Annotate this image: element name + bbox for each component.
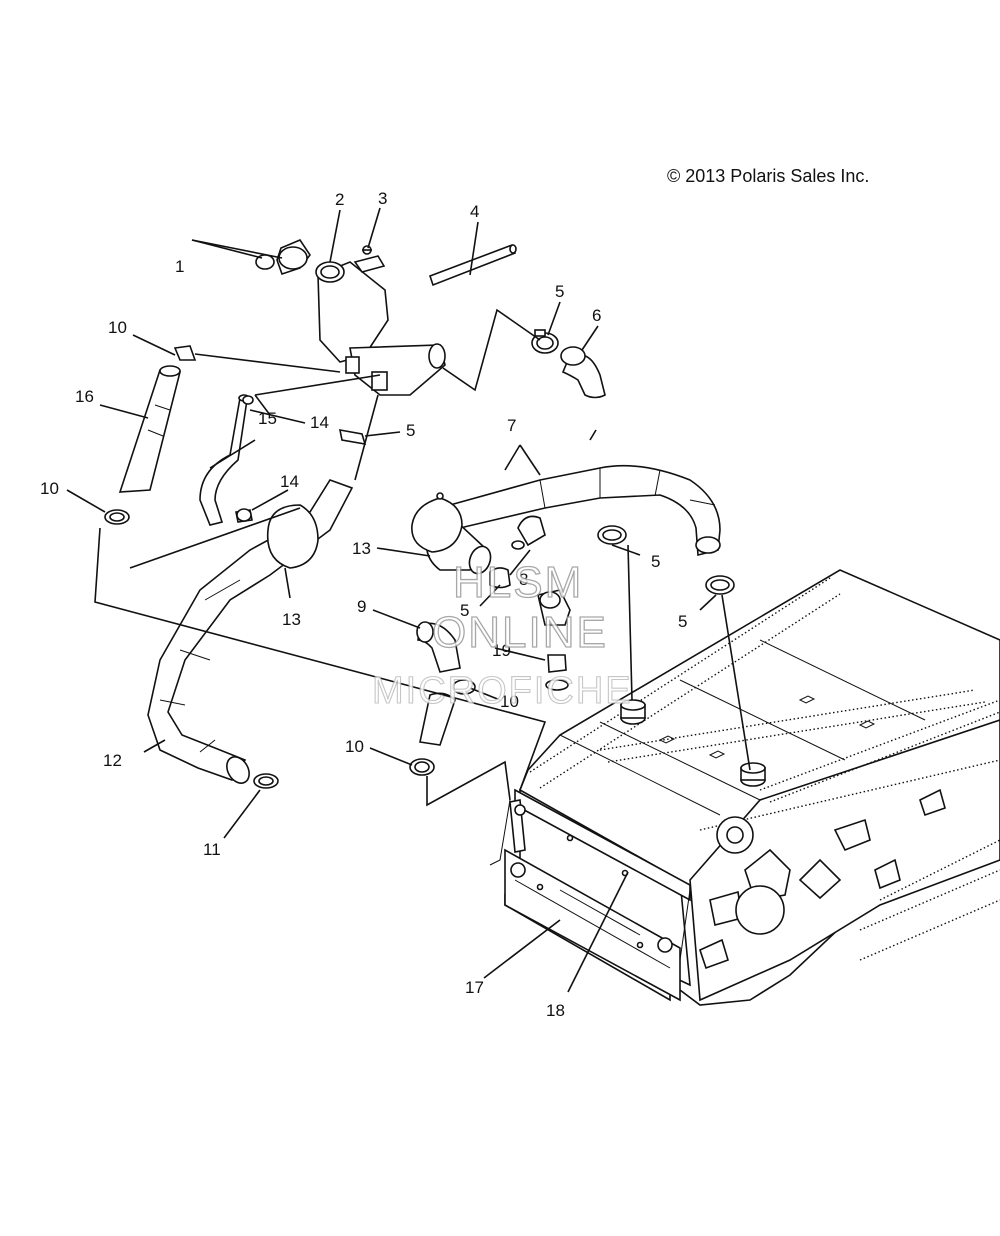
callout-5-right-a: 5 [651,552,660,571]
callout-5-center: 5 [460,601,469,620]
callout-7: 7 [507,416,516,435]
watermark: HLSM ONLINE MICROFICHE [371,557,633,712]
hose-clamp-mid [338,429,367,446]
callout-13-upper: 13 [352,539,371,558]
main-coolant-hose [147,479,354,784]
callout-19: 19 [492,641,511,660]
hose-clamp [531,329,559,354]
callout-5-right-b: 5 [678,612,687,631]
watermark-line-1: HLSM [453,558,583,607]
callout-3: 3 [378,189,387,208]
plug-lower [235,508,253,523]
callout-16: 16 [75,387,94,406]
callout-6: 6 [592,306,601,325]
callout-12: 12 [103,751,122,770]
callout-1: 1 [175,257,184,276]
callout-18: 18 [546,1001,565,1020]
callout-13-lower: 13 [282,610,301,629]
heat-exchanger [489,788,691,1002]
callout-11: 11 [203,840,221,859]
watermark-line-2: ONLINE [432,608,608,657]
end-clamp [253,773,279,789]
coolant-bottle [315,255,446,396]
callout-5-mid: 5 [406,421,415,440]
callout-14-upper: 14 [310,413,329,432]
hose-clamp-right-a [597,525,627,545]
callout-9: 9 [357,597,366,616]
callout-4: 4 [470,202,479,221]
callout-10-top: 10 [108,318,127,337]
callout-2: 2 [335,190,344,209]
callout-numbers: 1 2 3 4 5 6 10 16 14 15 5 14 10 7 13 13 … [40,189,687,1020]
radiator-cap [255,239,311,276]
copyright-notice: © 2013 Polaris Sales Inc. [667,166,869,186]
large-clamp-left [129,504,319,569]
straight-hose [118,365,182,493]
vent-tube [428,243,517,287]
callout-10-lower: 10 [345,737,364,756]
upper-coolant-hose [425,464,721,575]
callout-5-top: 5 [555,282,564,301]
callout-17: 17 [465,978,484,997]
large-clamp-upper [411,492,463,553]
lower-elbow-hose [416,621,461,746]
chassis-tunnel [519,569,1000,1006]
bleed-hose [199,394,250,526]
bracket-clamp [489,515,546,589]
small-clamp-lower-a [452,679,476,695]
callout-15: 15 [258,409,277,428]
hose-clamp-right-b [705,575,735,595]
callout-10-left: 10 [40,479,59,498]
small-clamp-left [104,509,130,525]
leader-lines [66,207,751,993]
thermostat-housing [537,589,571,691]
small-clamp-lower-b [409,758,435,776]
chassis-cutouts [699,788,946,970]
plug-upper [242,395,254,405]
small-clamp-top [173,345,197,361]
elbow-hose [560,346,606,399]
callout-10-center: 10 [500,692,519,711]
screw [362,245,372,255]
callout-8: 8 [519,570,528,589]
watermark-line-3: MICROFICHE [372,670,633,712]
callout-14-lower: 14 [280,472,299,491]
